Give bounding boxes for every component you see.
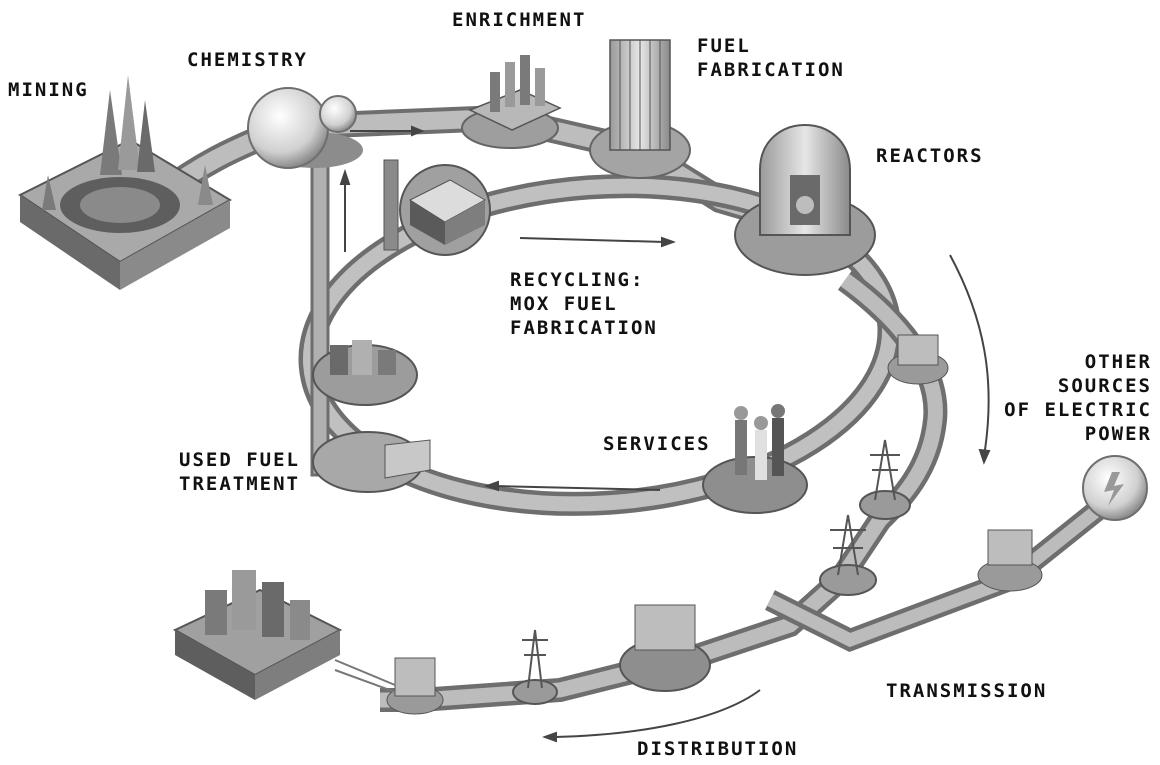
- label-chemistry: CHEMISTRY: [187, 48, 308, 72]
- city-block: [175, 570, 395, 700]
- distribution-hub: [620, 605, 710, 691]
- label-reactors: REACTORS: [876, 144, 984, 168]
- label-other-sources-2: SOURCES: [1058, 374, 1152, 398]
- label-transmission: TRANSMISSION: [886, 679, 1047, 703]
- chemistry-plant: [248, 88, 363, 168]
- fuel-fabrication-plant: [590, 40, 690, 178]
- enrichment-plant: [462, 55, 560, 148]
- label-other-sources-4: POWER: [1085, 422, 1152, 446]
- label-recycling-2: MOX FUEL: [510, 292, 618, 316]
- pylon-distribution: [513, 630, 557, 704]
- label-used-fuel-1: USED FUEL: [179, 448, 300, 472]
- label-used-fuel-2: TREATMENT: [179, 472, 300, 496]
- label-distribution: DISTRIBUTION: [637, 737, 798, 761]
- substation-city: [387, 658, 443, 714]
- label-enrichment: ENRICHMENT: [452, 8, 586, 32]
- label-fuel-fabrication-1: FUEL: [697, 34, 751, 58]
- label-other-sources-1: OTHER: [1085, 350, 1152, 374]
- label-fuel-fabrication-2: FABRICATION: [697, 58, 845, 82]
- label-recycling-1: RECYCLING:: [510, 268, 644, 292]
- label-recycling-3: FABRICATION: [510, 316, 658, 340]
- label-other-sources-3: OF ELECTRIC: [1004, 398, 1152, 422]
- mining-site: [20, 75, 230, 290]
- used-fuel-return-track: [312, 145, 328, 475]
- label-mining: MINING: [8, 78, 89, 102]
- label-services: SERVICES: [603, 432, 711, 456]
- other-power-source-sphere: [1083, 456, 1147, 520]
- substation-other-sources: [978, 530, 1042, 591]
